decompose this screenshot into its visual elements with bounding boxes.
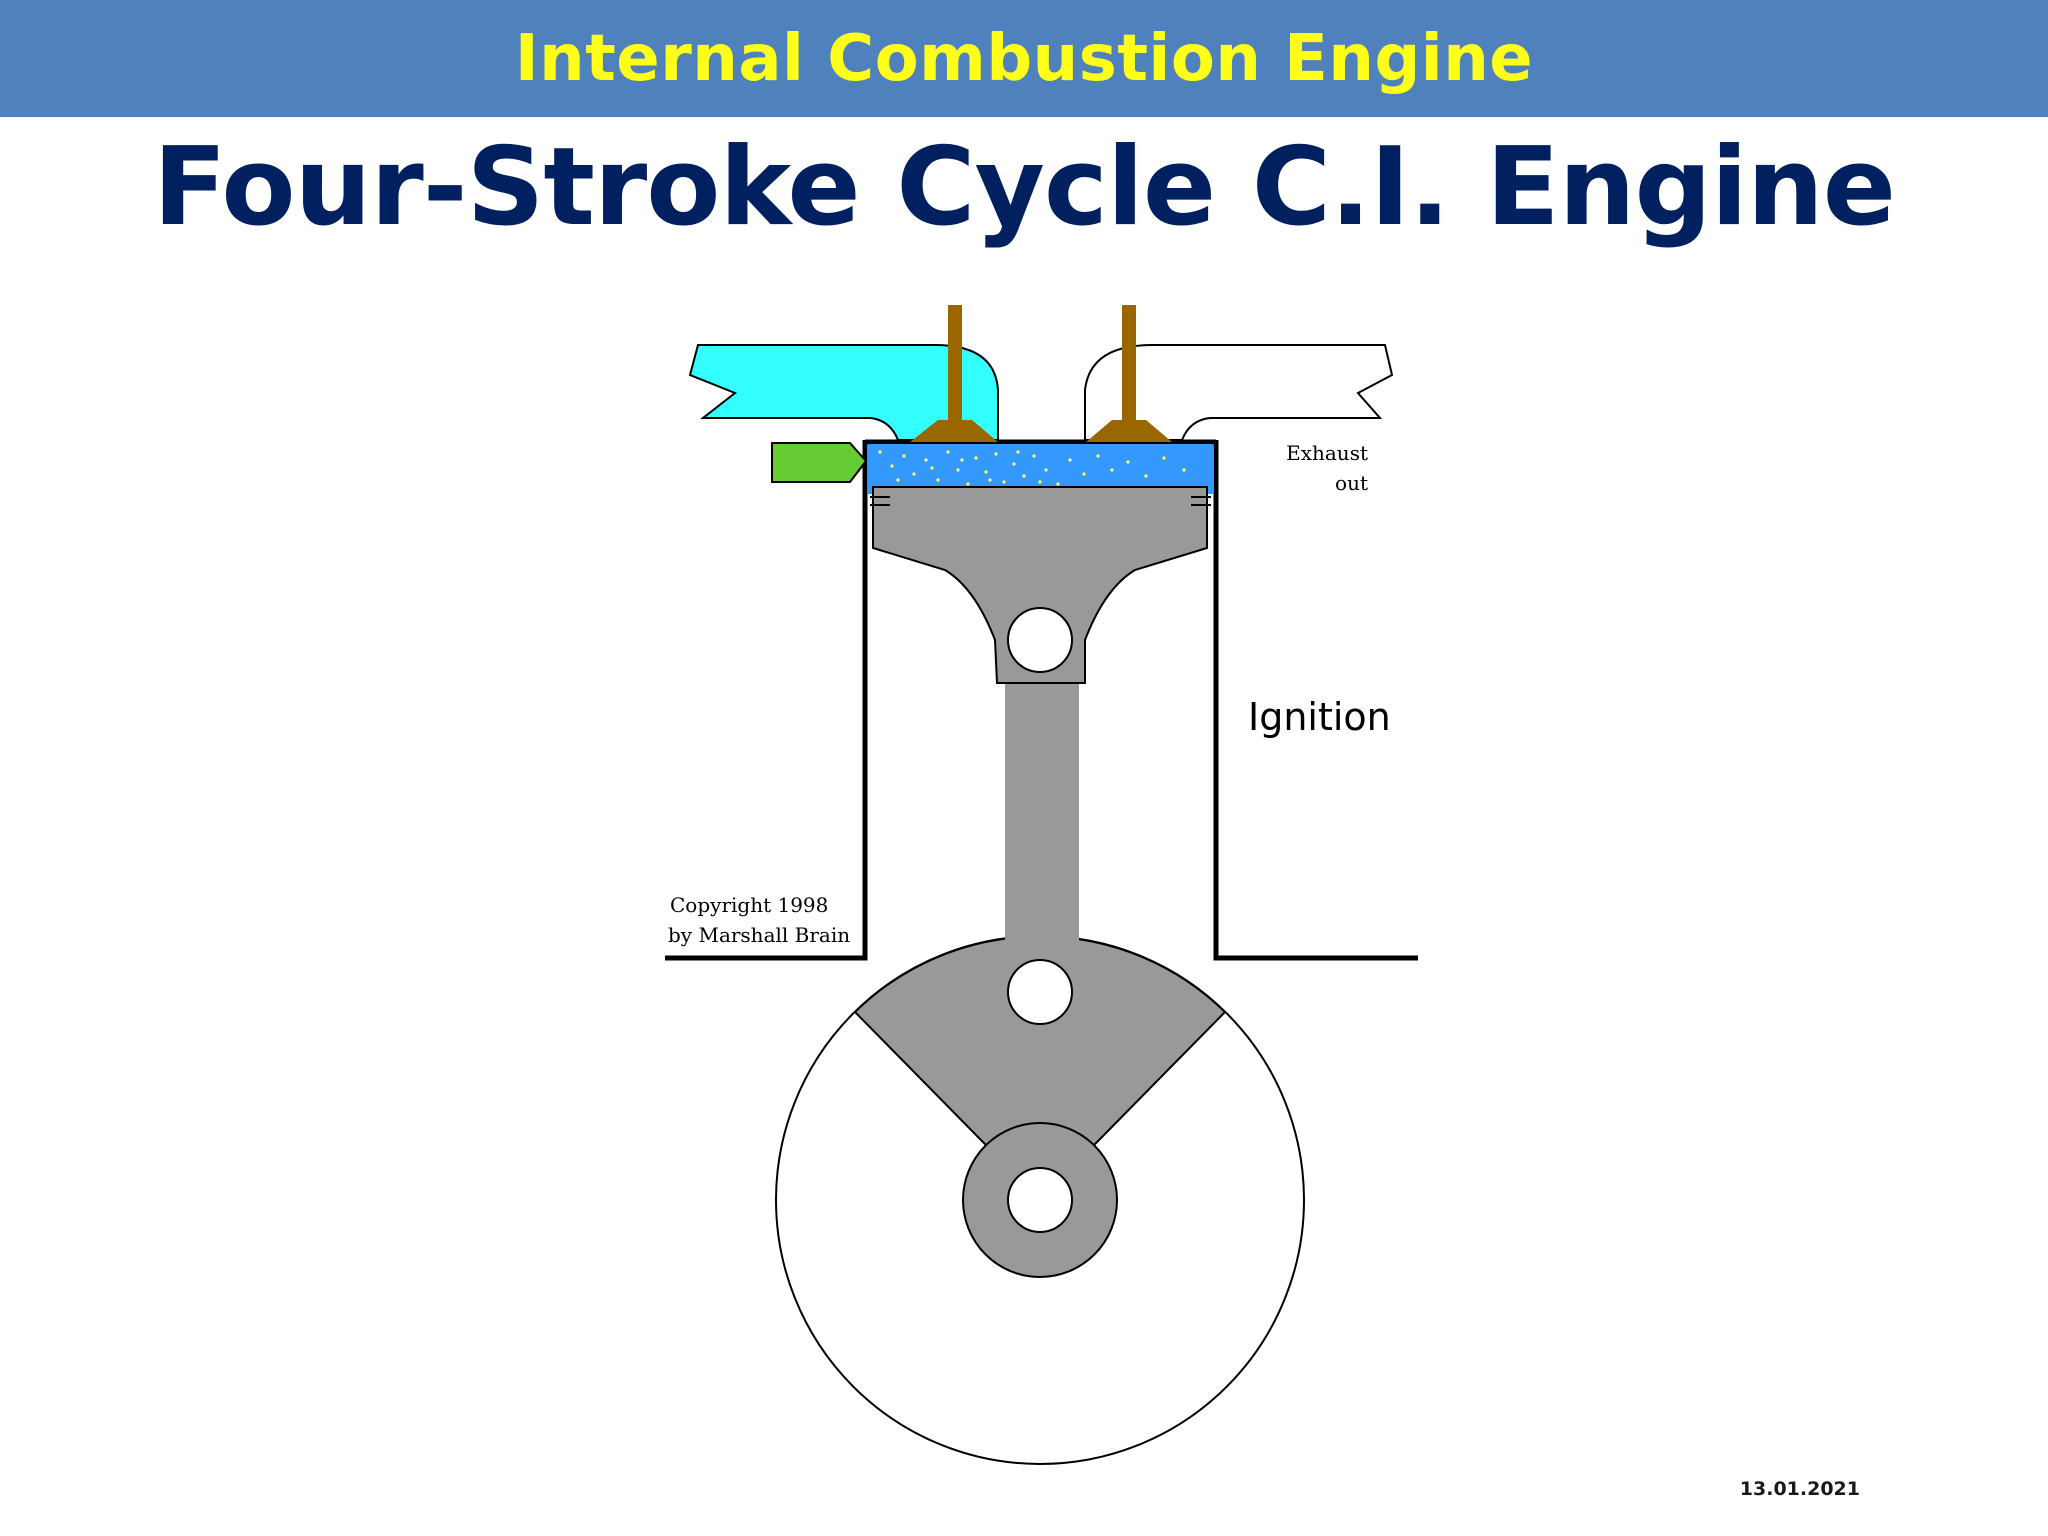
copyright-line1: Copyright 1998 <box>670 893 828 917</box>
combustion-chamber <box>868 444 1213 494</box>
exhaust-valve-head <box>1086 420 1172 442</box>
piston-rings <box>870 496 1211 506</box>
piston <box>872 486 1208 684</box>
exhaust-valve-stem <box>1122 305 1136 423</box>
intake-valve-stem <box>948 305 962 423</box>
cylinder-wall-left <box>665 440 868 961</box>
copyright-line2: by Marshall Brain <box>668 923 850 947</box>
main-bearing-hole <box>1007 1167 1073 1233</box>
fuel-spray <box>878 450 1186 486</box>
crank-pin-hole <box>1007 959 1073 1025</box>
fuel-injector <box>771 442 868 483</box>
connecting-rod <box>1005 680 1079 998</box>
wrist-pin-hole <box>1007 607 1073 673</box>
header-band: Internal Combustion Engine <box>0 0 2048 117</box>
date-stamp: 13.01.2021 <box>1739 1478 1860 1500</box>
header-title: Internal Combustion Engine <box>514 21 1534 96</box>
exhaust-label-line1: Exhaust <box>1286 441 1368 465</box>
slide-title: Four-Stroke Cycle C.I. Engine <box>153 125 1896 250</box>
cylinder-wall-right <box>1213 440 1418 961</box>
exhaust-label-line2: out <box>1335 471 1368 495</box>
stroke-label: Ignition <box>1248 695 1391 739</box>
intake-valve-head <box>910 420 998 442</box>
